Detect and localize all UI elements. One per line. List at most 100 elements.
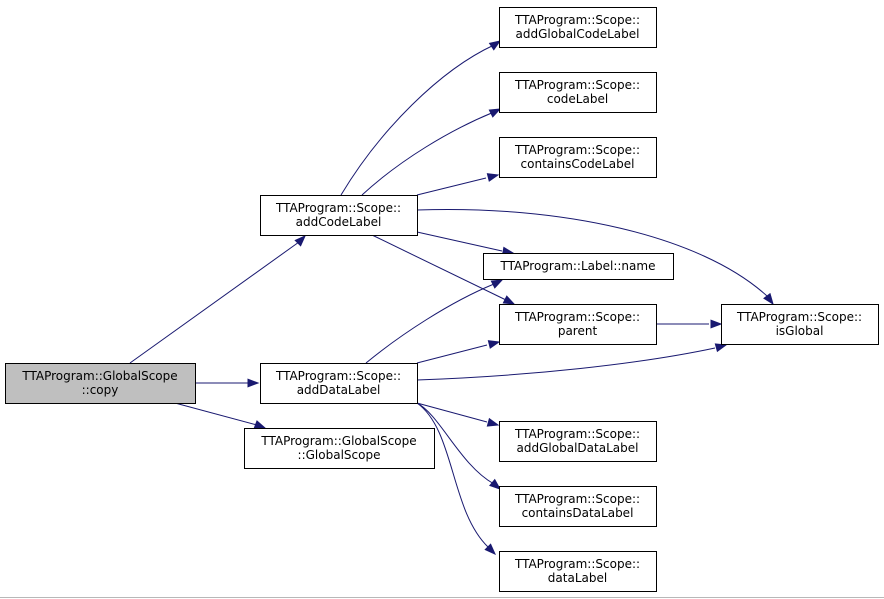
bottom-divider [0, 597, 884, 598]
arrowhead-icon [489, 478, 502, 490]
node-label-line: TTAProgram::GlobalScope [21, 369, 177, 383]
arrowhead-icon [490, 279, 504, 289]
node-contains-data-label[interactable]: TTAProgram::Scope::containsDataLabel [499, 486, 657, 527]
edge-addDataLabel-to-isGlobal [416, 343, 728, 381]
arrowhead-icon [294, 235, 306, 247]
nodes-layer: TTAProgram::GlobalScope::copyTTAProgram:… [5, 7, 879, 592]
node-box [499, 551, 657, 592]
arrowhead-icon [763, 292, 774, 306]
arrowhead-icon [486, 173, 500, 182]
node-label-line: TTAProgram::Scope:: [736, 310, 862, 324]
arrowhead-icon [486, 417, 500, 427]
edge-addDataLabel-to-addGlobalDataLabel [416, 402, 500, 427]
node-label-line: containsDataLabel [522, 506, 634, 520]
edge-line [416, 402, 495, 485]
edge-addCodeLabel-to-containsCodeLabel [416, 173, 500, 196]
arrowhead-icon [484, 543, 496, 555]
arrowhead-icon [714, 343, 728, 353]
node-label-line: TTAProgram::Scope:: [514, 427, 640, 441]
edge-addDataLabel-to-dataLabel [416, 402, 496, 555]
node-label-line: TTAProgram::Label::name [500, 259, 656, 273]
arrowhead-icon [253, 420, 267, 429]
edge-line [416, 209, 768, 297]
node-label-line: TTAProgram::Scope:: [514, 492, 640, 506]
node-label-line: TTAProgram::Scope:: [514, 310, 640, 324]
node-label-line: containsCodeLabel [521, 157, 635, 171]
edge-line [340, 44, 495, 196]
node-code-label[interactable]: TTAProgram::Scope::codeLabel [499, 72, 657, 113]
node-label-line: TTAProgram::GlobalScope [260, 434, 416, 448]
node-label-line: parent [558, 324, 598, 338]
edge-line [416, 344, 488, 364]
arrowhead-icon [487, 340, 501, 349]
edge-line [371, 234, 507, 301]
node-label-line: addGlobalCodeLabel [516, 27, 640, 41]
node-label-line: ::copy [82, 383, 119, 397]
node-box [499, 486, 657, 527]
node-parent[interactable]: TTAProgram::Scope::parent [499, 304, 657, 345]
node-label-line: TTAProgram::Scope:: [514, 557, 640, 571]
edge-addCodeLabel-to-codeLabel [361, 108, 502, 196]
node-box [499, 7, 657, 48]
node-box [260, 363, 418, 404]
node-label-line: TTAProgram::Scope:: [514, 13, 640, 27]
node-box [5, 363, 196, 404]
edge-addDataLabel-to-labelName [365, 279, 504, 364]
node-box [721, 304, 879, 345]
edge-line [416, 177, 487, 196]
node-global-scope[interactable]: TTAProgram::GlobalScope::GlobalScope [244, 428, 435, 469]
node-copy[interactable]: TTAProgram::GlobalScope::copy [5, 363, 196, 404]
edge-copy-to-addDataLabel [195, 378, 260, 388]
node-label-line: codeLabel [547, 92, 608, 106]
edge-addDataLabel-to-parent [416, 340, 501, 364]
node-contains-code-label[interactable]: TTAProgram::Scope::containsCodeLabel [499, 137, 657, 178]
node-box [260, 195, 418, 236]
node-add-code-label[interactable]: TTAProgram::Scope::addCodeLabel [260, 195, 418, 236]
arrowhead-icon [488, 108, 502, 118]
edge-addCodeLabel-to-addGlobalCodeLabel [340, 40, 502, 196]
node-add-global-code-label[interactable]: TTAProgram::Scope::addGlobalCodeLabel [499, 7, 657, 48]
edge-line [365, 283, 495, 364]
edge-line [416, 402, 489, 548]
node-data-label[interactable]: TTAProgram::Scope::dataLabel [499, 551, 657, 592]
edge-parent-to-isGlobal [656, 319, 723, 329]
node-label-line: TTAProgram::Scope:: [514, 78, 640, 92]
node-box [483, 253, 674, 280]
node-label-line: ::GlobalScope [298, 448, 381, 462]
node-label-line: TTAProgram::Scope:: [275, 369, 401, 383]
edge-addDataLabel-to-containsDataLabel [416, 402, 502, 490]
edges-layer [129, 40, 774, 555]
arrowhead-icon [710, 319, 723, 329]
edge-line [416, 231, 503, 252]
node-box [499, 137, 657, 178]
node-label-line: TTAProgram::Scope:: [514, 143, 640, 157]
edge-line [174, 402, 258, 426]
node-label-line: addGlobalDataLabel [517, 441, 639, 455]
node-box [499, 421, 657, 462]
node-label-line: addDataLabel [297, 383, 381, 397]
arrowhead-icon [502, 295, 516, 305]
node-label-name[interactable]: TTAProgram::Label::name [483, 253, 674, 280]
edge-addCodeLabel-to-parent [371, 234, 516, 305]
node-label-line: addCodeLabel [296, 215, 382, 229]
edge-copy-to-addCodeLabel [129, 235, 306, 364]
edge-line [416, 347, 716, 381]
edge-line [129, 241, 300, 364]
arrowhead-icon [247, 378, 260, 388]
node-add-global-data-label[interactable]: TTAProgram::Scope::addGlobalDataLabel [499, 421, 657, 462]
edge-addCodeLabel-to-labelName [416, 231, 515, 256]
node-box [499, 304, 657, 345]
arrowhead-icon [488, 40, 502, 51]
node-label-line: TTAProgram::Scope:: [275, 201, 401, 215]
node-add-data-label[interactable]: TTAProgram::Scope::addDataLabel [260, 363, 418, 404]
node-label-line: isGlobal [776, 324, 824, 338]
edge-addCodeLabel-to-isGlobal [416, 209, 774, 306]
edge-line [361, 111, 495, 196]
node-label-line: dataLabel [548, 571, 607, 585]
edge-copy-to-GlobalScope [174, 402, 267, 429]
node-is-global[interactable]: TTAProgram::Scope::isGlobal [721, 304, 879, 345]
node-box [244, 428, 435, 469]
edge-line [416, 402, 488, 423]
node-box [499, 72, 657, 113]
